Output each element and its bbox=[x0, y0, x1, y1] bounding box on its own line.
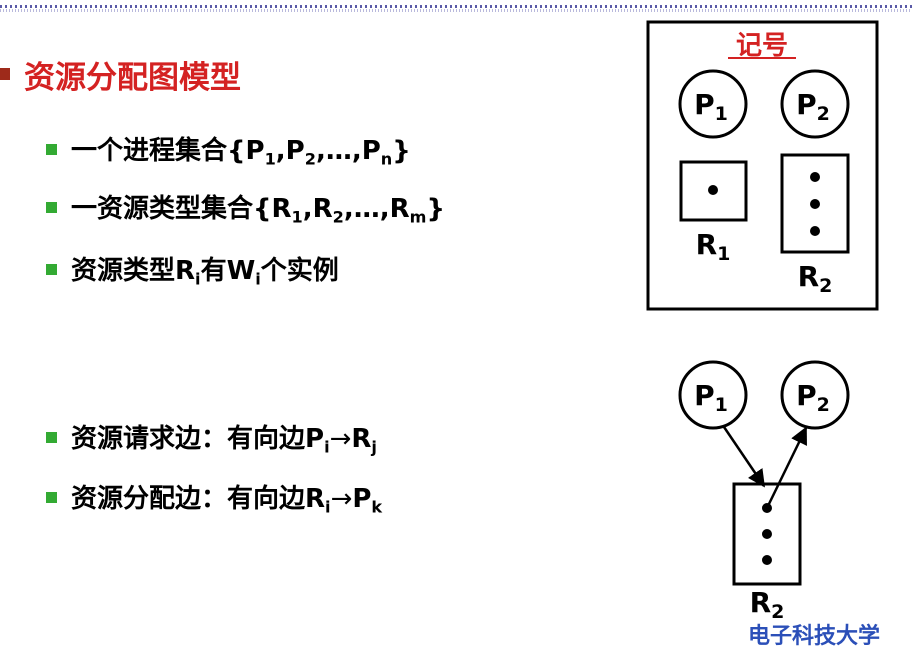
example-process-p1-node bbox=[678, 360, 748, 430]
slide-title: 资源分配图模型 bbox=[24, 60, 241, 96]
example-r2-instance-dot bbox=[762, 529, 772, 539]
watermark-university: 电子科技大学 bbox=[748, 624, 881, 649]
request-edge-p1-to-r2 bbox=[722, 426, 766, 488]
example-process-p2-label: P2 bbox=[796, 379, 830, 416]
square-bullet-icon bbox=[46, 432, 57, 443]
bullet-text: 资源分配边：有向边Ri→Pk bbox=[71, 484, 383, 517]
legend-process-p2-label: P2 bbox=[796, 88, 830, 125]
example-process-p1-label: P1 bbox=[694, 379, 728, 416]
example-process-p2-node bbox=[780, 360, 850, 430]
bullet-text: 一资源类型集合{R1,R2,…,Rm} bbox=[71, 194, 445, 227]
assignment-edge-r2-to-p2 bbox=[765, 426, 808, 509]
title-bullet-icon bbox=[0, 68, 10, 80]
legend-process-p2-node bbox=[780, 69, 850, 139]
legend-r2-instance-dot bbox=[810, 172, 820, 182]
bullet-text: 资源请求边：有向边Pi→Rj bbox=[71, 424, 377, 457]
example-resource-r2-label: R2 bbox=[750, 586, 785, 623]
example-r2-instance-dot bbox=[762, 555, 772, 565]
bullet-text: 一个进程集合{P1,P2,…,Pn} bbox=[71, 136, 411, 169]
square-bullet-icon bbox=[46, 264, 57, 275]
legend-process-p1-label: P1 bbox=[694, 88, 728, 125]
square-bullet-icon bbox=[46, 202, 57, 213]
square-bullet-icon bbox=[46, 144, 57, 155]
legend-process-p1-node bbox=[678, 69, 748, 139]
legend-r2-instance-dot bbox=[810, 226, 820, 236]
legend-title: 记号 bbox=[736, 31, 788, 61]
square-bullet-icon bbox=[46, 492, 57, 503]
top-dotted-border bbox=[0, 0, 912, 14]
bullet-text: 资源类型Ri有Wi个实例 bbox=[71, 256, 339, 289]
legend-r1-instance-dot bbox=[708, 185, 718, 195]
legend-resource-r2-label: R2 bbox=[798, 260, 833, 297]
legend-frame bbox=[646, 20, 879, 311]
legend-resource-r1-label: R1 bbox=[696, 228, 731, 265]
legend-r2-instance-dot bbox=[810, 199, 820, 209]
